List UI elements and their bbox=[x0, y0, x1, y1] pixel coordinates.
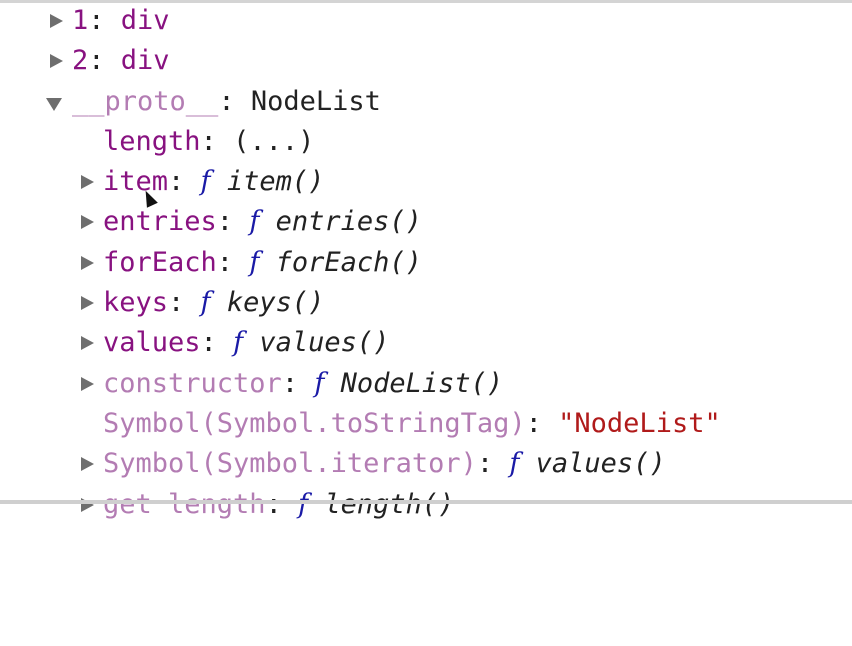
property-key: forEach bbox=[103, 246, 217, 278]
expand-triangle-icon[interactable] bbox=[79, 485, 95, 525]
property-value: values() bbox=[535, 448, 666, 480]
property-key: 1 bbox=[72, 5, 89, 36]
property-key: item bbox=[103, 166, 169, 198]
tree-item-get-length[interactable]: get length: f length() bbox=[0, 485, 454, 525]
tree-item-2[interactable]: 2: div bbox=[0, 41, 170, 81]
function-marker: f bbox=[509, 448, 520, 480]
property-value: entries() bbox=[275, 206, 422, 238]
tree-item-keys[interactable]: keys: f keys() bbox=[0, 283, 324, 323]
expand-triangle-icon[interactable] bbox=[79, 162, 95, 202]
function-marker: f bbox=[233, 327, 244, 359]
expand-triangle-icon[interactable] bbox=[79, 364, 95, 404]
property-value: "NodeList" bbox=[558, 407, 721, 439]
function-marker: f bbox=[314, 367, 325, 399]
property-value: keys() bbox=[226, 287, 325, 319]
tree-item-iterator[interactable]: Symbol(Symbol.iterator): f values() bbox=[0, 444, 666, 484]
function-marker: f bbox=[200, 287, 211, 319]
tree-item-item[interactable]: item: f item() bbox=[0, 162, 324, 202]
expand-triangle-icon[interactable] bbox=[79, 283, 95, 323]
property-value: div bbox=[120, 5, 170, 36]
property-key: get length bbox=[103, 488, 266, 520]
tree-item-foreach[interactable]: forEach: f forEach() bbox=[0, 243, 422, 283]
property-value: (...) bbox=[233, 125, 315, 157]
function-marker: f bbox=[249, 206, 260, 238]
property-value: forEach() bbox=[275, 246, 422, 278]
property-key: constructor bbox=[103, 367, 282, 399]
property-value: NodeList() bbox=[340, 367, 504, 399]
property-key: values bbox=[103, 327, 201, 359]
expand-triangle-icon[interactable] bbox=[79, 202, 95, 242]
object-tree: 1: div 2: div __proto__: NodeList length… bbox=[0, 1, 721, 525]
property-key: entries bbox=[103, 206, 217, 238]
property-key: keys bbox=[103, 287, 169, 319]
bottom-border bbox=[0, 500, 852, 504]
property-value: length() bbox=[324, 488, 455, 520]
top-border bbox=[0, 0, 852, 3]
collapse-triangle-icon[interactable] bbox=[46, 82, 62, 122]
property-value: NodeList bbox=[250, 85, 381, 117]
property-value: div bbox=[120, 45, 170, 77]
expand-triangle-icon[interactable] bbox=[79, 243, 95, 283]
property-value: item() bbox=[226, 166, 325, 198]
tree-item-1[interactable]: 1: div bbox=[0, 1, 170, 41]
tree-item-entries[interactable]: entries: f entries() bbox=[0, 202, 422, 242]
function-marker: f bbox=[200, 166, 211, 198]
tree-item-constructor[interactable]: constructor: f NodeList() bbox=[0, 364, 503, 404]
tree-item-tostringtag[interactable]: Symbol(Symbol.toStringTag): "NodeList" bbox=[103, 407, 721, 439]
property-value: values() bbox=[259, 327, 390, 359]
property-key: length bbox=[103, 125, 201, 157]
expand-triangle-icon[interactable] bbox=[79, 323, 95, 363]
property-key: 2 bbox=[72, 45, 89, 77]
expand-triangle-icon[interactable] bbox=[48, 41, 64, 81]
function-marker: f bbox=[298, 488, 309, 520]
tree-item-values[interactable]: values: f values() bbox=[0, 323, 389, 363]
expand-triangle-icon[interactable] bbox=[48, 1, 64, 41]
expand-triangle-icon[interactable] bbox=[79, 444, 95, 484]
property-key: __proto__ bbox=[72, 85, 219, 117]
tree-item-length[interactable]: length: (...) bbox=[103, 125, 315, 157]
property-key: Symbol(Symbol.toStringTag) bbox=[103, 407, 526, 439]
property-key: Symbol(Symbol.iterator) bbox=[103, 448, 477, 480]
tree-item-proto[interactable]: __proto__: NodeList bbox=[0, 82, 381, 122]
function-marker: f bbox=[249, 246, 260, 278]
